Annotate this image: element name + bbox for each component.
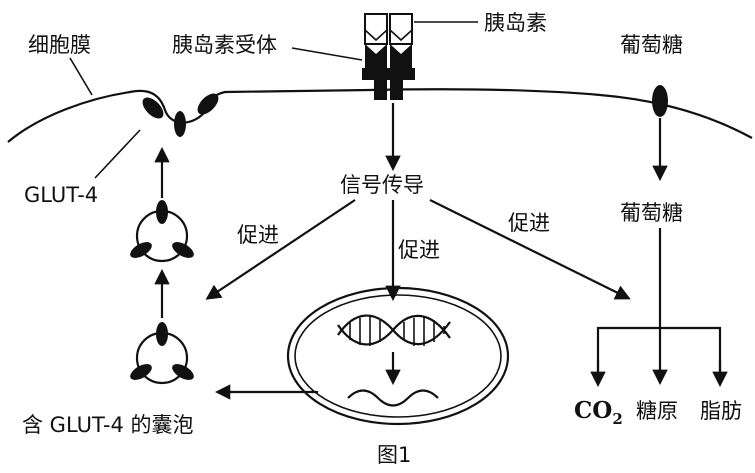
- glucose-transporter: [652, 85, 668, 117]
- nucleus: [286, 286, 510, 426]
- products-branch: [596, 326, 722, 382]
- insulin-receptor-icon: [362, 44, 415, 100]
- label-fat: 脂肪: [700, 399, 742, 423]
- label-glycogen: 糖原: [636, 399, 678, 423]
- label-signal-transduction: 信号传导: [340, 173, 424, 197]
- label-glut4: GLUT-4: [24, 183, 98, 207]
- insulin-receptor-leader: [291, 47, 363, 61]
- label-cell-membrane: 细胞膜: [28, 33, 91, 57]
- figure-caption: 图1: [377, 443, 411, 467]
- glut4-membrane-transporter: [142, 93, 219, 137]
- glut4-leader: [94, 129, 141, 179]
- label-co2: CO2: [574, 397, 623, 428]
- label-insulin: 胰岛素: [484, 11, 547, 35]
- label-insulin-receptor: 胰岛素受体: [172, 33, 277, 57]
- label-glucose-outside: 葡萄糖: [620, 33, 683, 57]
- label-promote-left: 促进: [237, 223, 279, 247]
- cell-membrane-leader: [69, 57, 93, 96]
- arrow-promote-right: [429, 199, 631, 300]
- dna-double-helix: [337, 314, 451, 346]
- vesicle-lower: [130, 322, 194, 385]
- arrow-promote-left: [205, 199, 356, 300]
- mrna-strand: [347, 389, 439, 407]
- vesicle-upper: [130, 200, 194, 263]
- label-promote-right: 促进: [508, 211, 550, 235]
- label-vesicle: 含 GLUT-4 的囊泡: [22, 413, 194, 437]
- label-promote-middle: 促进: [398, 238, 440, 262]
- label-glucose-inside: 葡萄糖: [620, 201, 683, 225]
- insulin-molecule: [364, 13, 413, 45]
